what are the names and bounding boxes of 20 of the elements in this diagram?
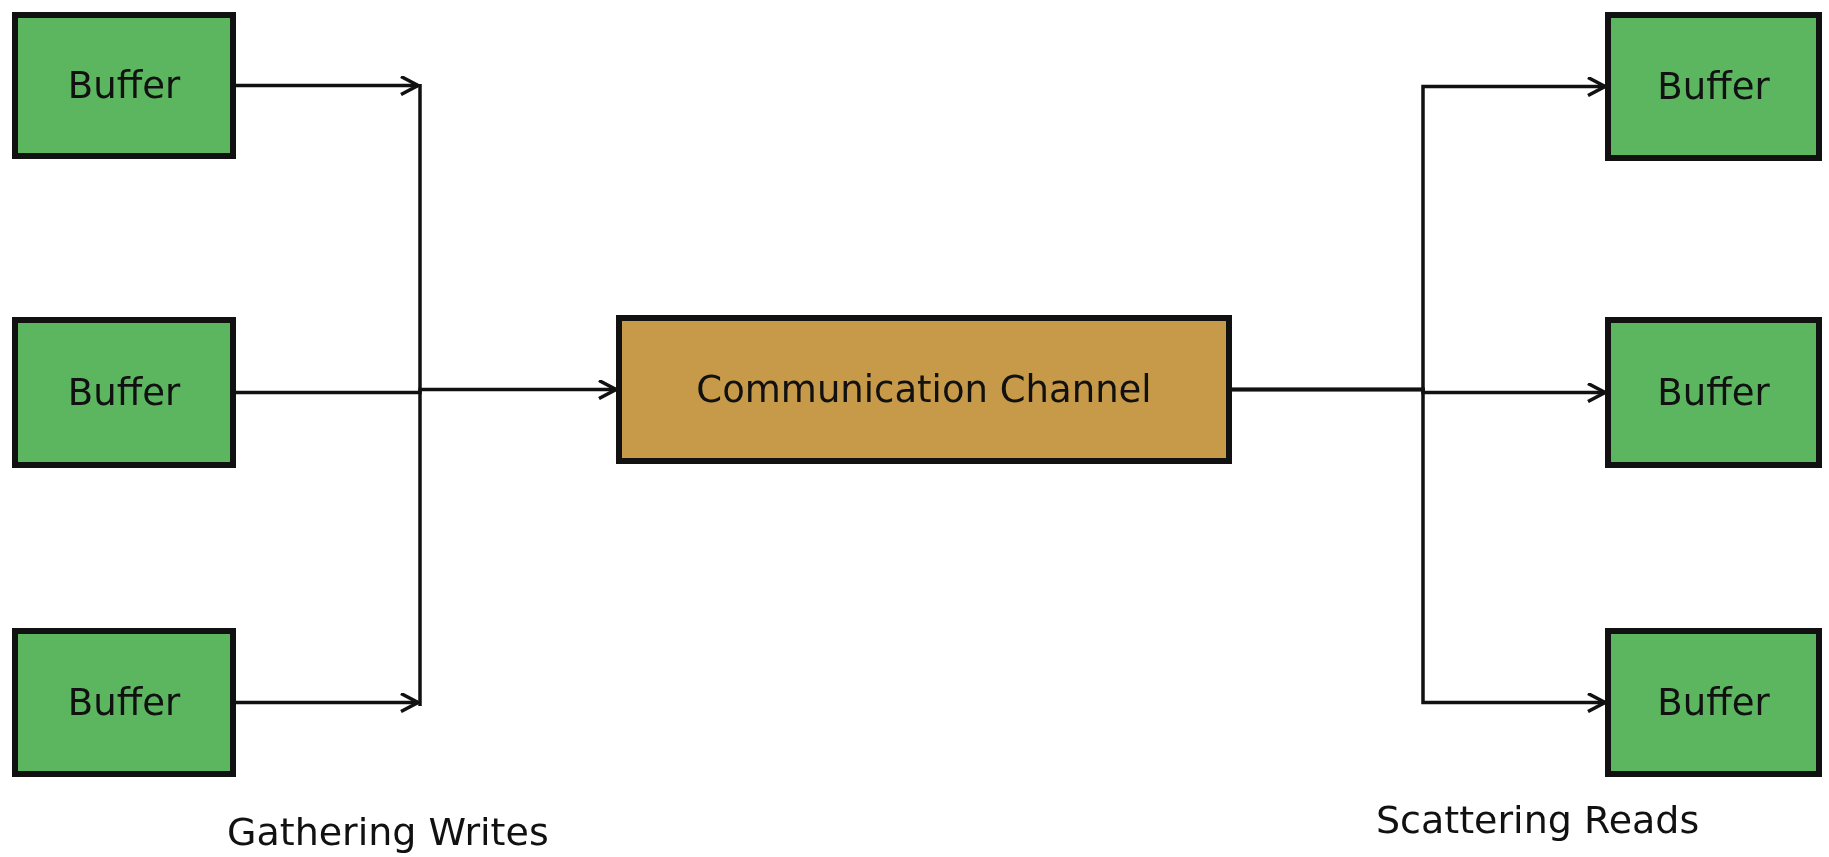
arrow bbox=[1232, 387, 1607, 714]
buffer-box bbox=[12, 12, 236, 159]
channel-box bbox=[616, 315, 1232, 464]
buffer-box bbox=[1605, 12, 1822, 161]
box-label: Buffer bbox=[67, 64, 181, 107]
box-label: Buffer bbox=[67, 681, 181, 724]
buffer-box bbox=[1605, 317, 1822, 468]
arrow bbox=[236, 691, 420, 714]
caption-label: Gathering Writes bbox=[227, 810, 549, 854]
buffer-box bbox=[12, 317, 236, 468]
buffer-box bbox=[12, 628, 236, 777]
arrow bbox=[236, 74, 420, 97]
box-label: Buffer bbox=[1657, 681, 1770, 724]
box-label: Buffer bbox=[1657, 65, 1770, 108]
box-label: Buffer bbox=[67, 371, 181, 414]
box-label: Communication Channel bbox=[696, 368, 1152, 411]
box-label: Buffer bbox=[1657, 371, 1770, 414]
caption-label: Scattering Reads bbox=[1376, 798, 1700, 842]
buffer-box bbox=[1605, 628, 1822, 777]
arrow bbox=[236, 378, 618, 401]
